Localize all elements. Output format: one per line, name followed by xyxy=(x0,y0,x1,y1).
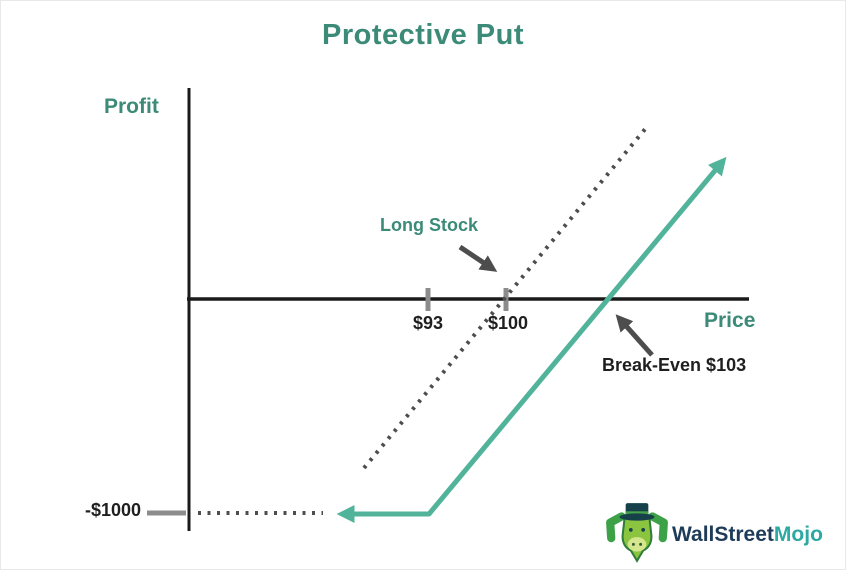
tick-label-93: $93 xyxy=(412,313,444,333)
tick-label-neg-1000: -$1000 xyxy=(85,500,142,520)
tick-label-100: $100 xyxy=(487,313,529,333)
long-stock-label: Long Stock xyxy=(380,215,478,235)
break-even-pointer-arrow xyxy=(615,314,654,357)
long-stock-pointer-arrow xyxy=(458,244,498,272)
wallstreetmojo-mascot-icon xyxy=(606,503,668,563)
wallstreetmojo-logo-text: WallStreetMojo xyxy=(672,523,823,547)
logo-text-primary: WallStreet xyxy=(672,523,774,546)
break-even-label: Break-Even $103 xyxy=(602,355,747,375)
protective-put-payoff-line xyxy=(336,156,727,523)
chart-title: Protective Put xyxy=(322,19,524,51)
logo-text-accent: Mojo xyxy=(773,523,823,546)
x-axis-label: Price xyxy=(704,309,756,332)
y-axis-label: Profit xyxy=(104,95,159,118)
